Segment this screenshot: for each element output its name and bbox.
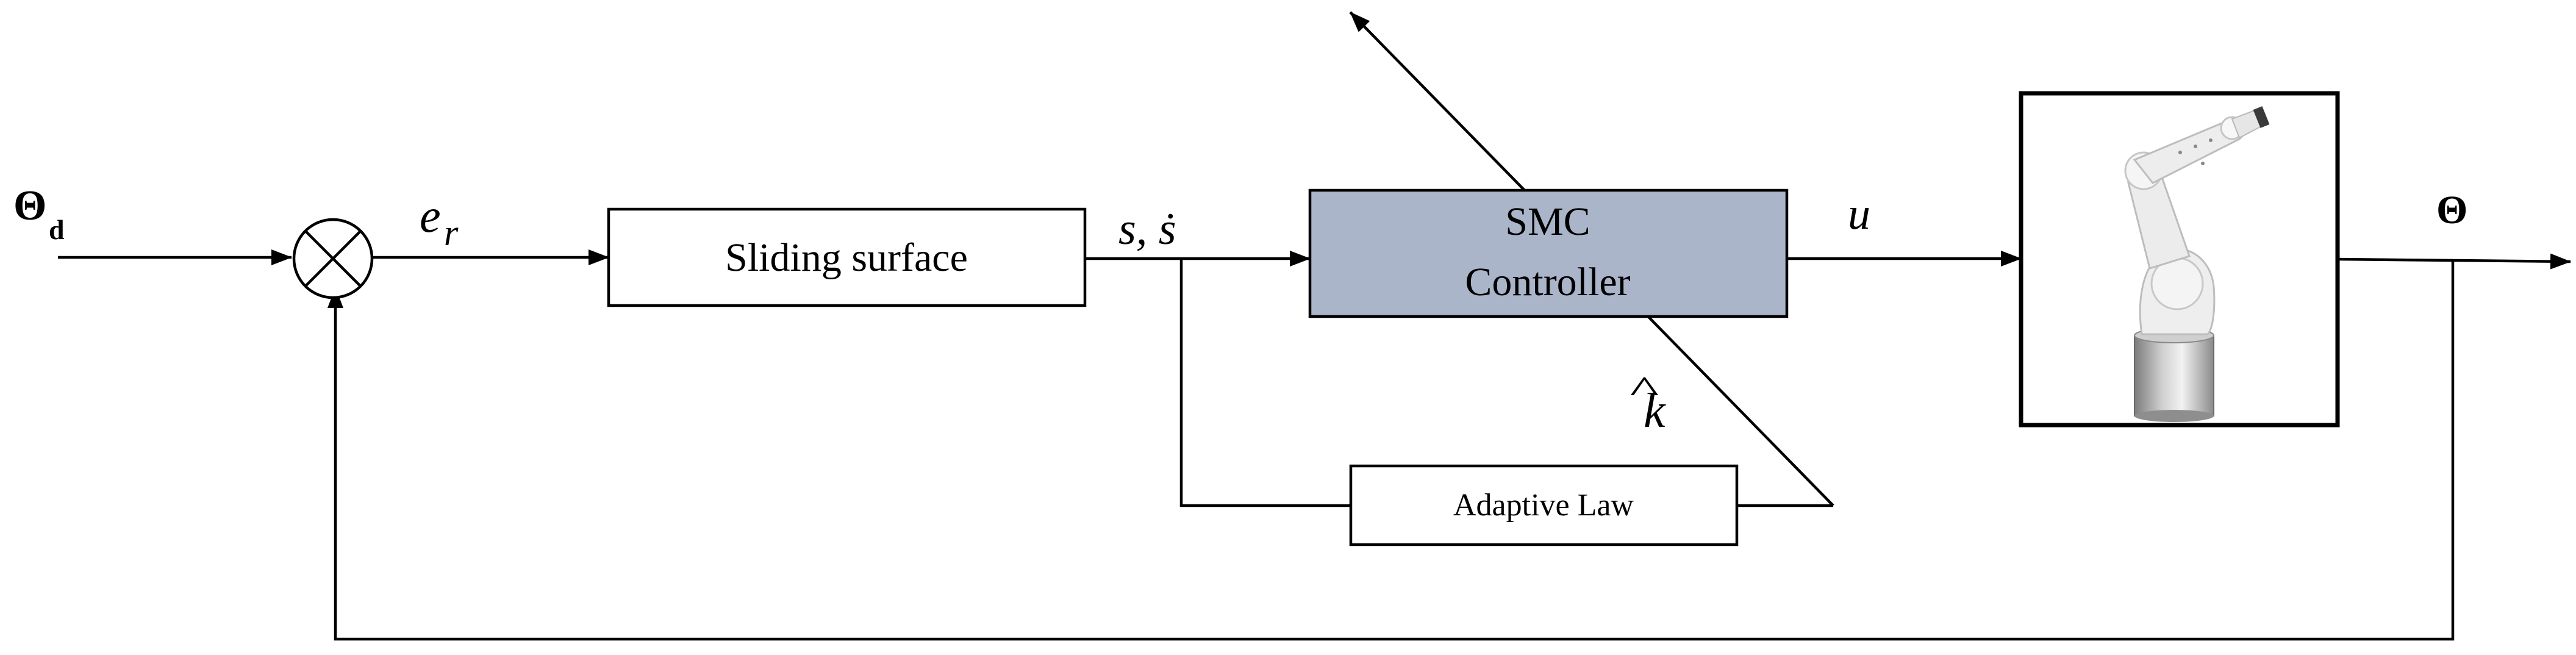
theta-d-symbol: Θ xyxy=(13,182,46,229)
gain-estimate-symbol: k xyxy=(1644,384,1666,438)
adaptive-law-block xyxy=(1349,464,1739,546)
adaptive-input-wire xyxy=(1179,259,1351,507)
theta-d-subscript: d xyxy=(49,214,65,245)
smc-controller-block xyxy=(1308,188,1789,318)
sliding-output-label: s, ṡ xyxy=(1118,204,1176,254)
output-theta-label: Θ xyxy=(2436,188,2467,232)
smc-controller-label-line2: Controller xyxy=(1465,260,1630,304)
sliding-surface-label: Sliding surface xyxy=(725,235,968,280)
error-signal-label: e r xyxy=(420,189,459,253)
feedback-loop xyxy=(327,260,2455,641)
robot-arm-icon xyxy=(2124,106,2270,422)
summing-junction xyxy=(292,218,374,299)
smc-controller-label-line1: SMC xyxy=(1505,199,1590,244)
error-symbol: e xyxy=(420,189,441,242)
error-subscript: r xyxy=(444,213,459,253)
reference-input-label: Θ d xyxy=(13,182,65,245)
gain-estimate-hat: ^ xyxy=(1630,368,1659,411)
adaptive-law-label: Adaptive Law xyxy=(1453,488,1634,523)
control-signal-label: u xyxy=(1848,189,1870,239)
sliding-surface-block xyxy=(607,207,1087,307)
gain-estimate-label: ^ k xyxy=(1630,368,1666,438)
